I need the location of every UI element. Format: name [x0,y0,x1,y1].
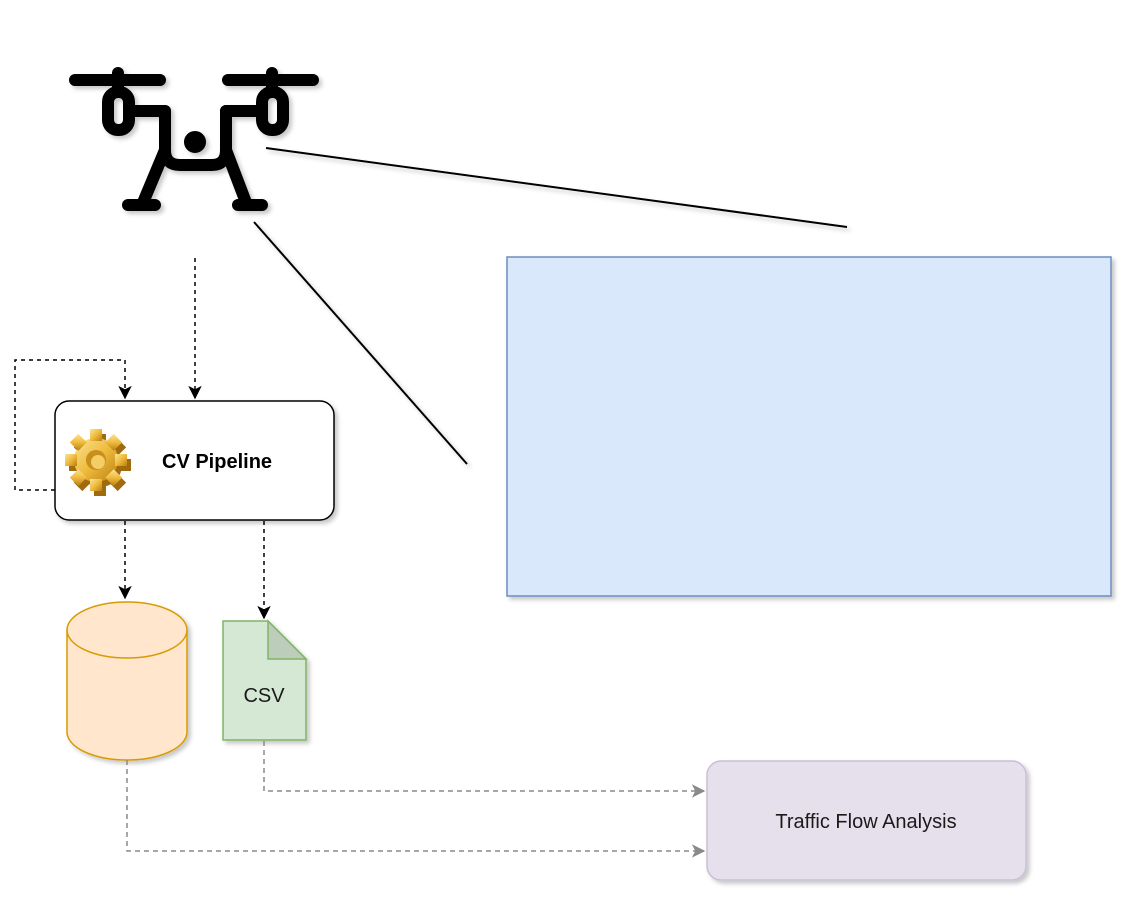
fov-line-bottom [253,221,468,465]
csv-file-node[interactable]: CSV [222,619,308,741]
traffic-flow-analysis-node[interactable]: Traffic Flow Analysis [706,760,1027,881]
drone-icon [69,67,319,211]
edge-database-to-analysis [126,760,706,858]
traffic-flow-analysis-label: Traffic Flow Analysis [775,811,956,833]
edge-csv-to-analysis [263,741,706,798]
video-frame [506,256,1112,597]
fov-line-top [265,147,848,228]
csv-label: CSV [243,685,285,707]
database-icon[interactable] [66,601,188,761]
cv-pipeline-label: CV Pipeline [162,451,272,473]
cv-pipeline-node[interactable]: CV Pipeline [54,400,335,521]
edge-pipeline-loop [14,359,132,491]
document-fold-icon [267,619,308,660]
